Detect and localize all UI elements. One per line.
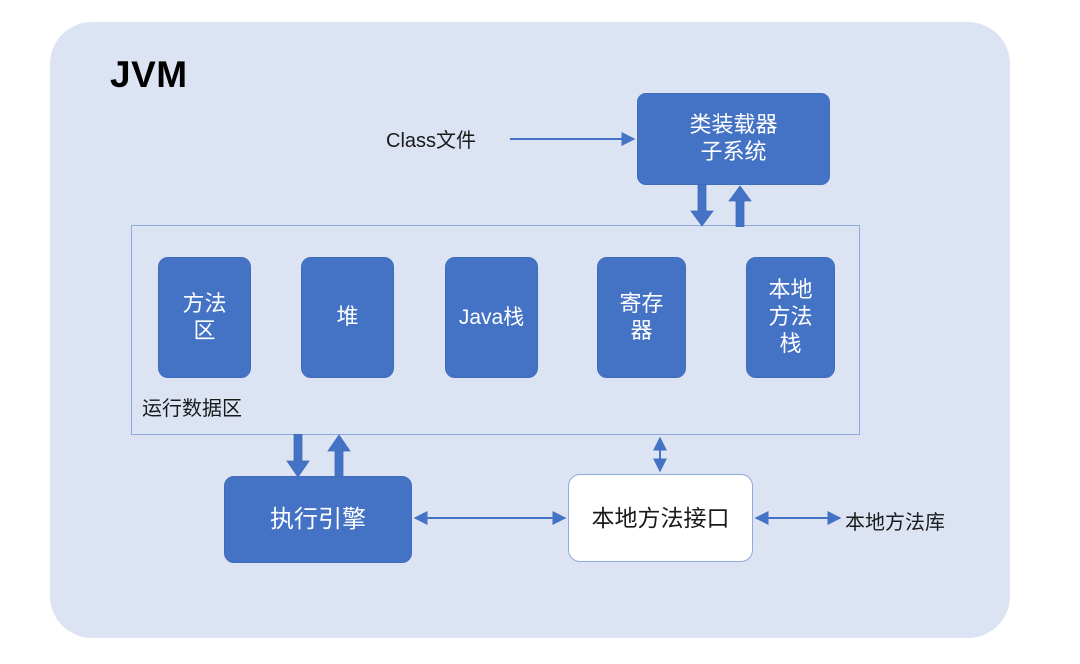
node-native-method-stack-line2: 方法 <box>768 304 813 330</box>
node-method-area-line2: 区 <box>193 317 216 343</box>
node-register[interactable]: 寄存 器 <box>597 257 686 378</box>
label-class-file: Class文件 <box>386 130 477 152</box>
node-class-loader-subsystem[interactable]: 类装载器 子系统 <box>637 93 830 185</box>
node-method-area[interactable]: 方法 区 <box>158 257 251 378</box>
block-arrow-runtime-area-up <box>728 185 752 227</box>
node-execution-engine-label: 执行引擎 <box>270 505 366 533</box>
node-native-method-stack[interactable]: 本地 方法 栈 <box>746 257 835 378</box>
block-arrow-execution-engine-up <box>327 434 351 478</box>
jvm-title: JVM <box>110 54 188 95</box>
runtime-data-area-label: 运行数据区 <box>142 398 242 420</box>
node-java-stack-label: Java栈 <box>458 305 525 329</box>
node-execution-engine[interactable]: 执行引擎 <box>224 476 412 563</box>
block-arrow-runtime-area-down <box>286 434 310 478</box>
node-register-line1: 寄存 <box>619 290 664 316</box>
node-java-stack[interactable]: Java栈 <box>445 257 538 378</box>
node-heap[interactable]: 堆 <box>301 257 394 378</box>
node-native-method-interface-label: 本地方法接口 <box>591 504 730 531</box>
node-register-line2: 器 <box>630 317 653 343</box>
node-native-method-stack-line1: 本地 <box>768 277 813 303</box>
node-native-method-stack-line3: 栈 <box>779 330 802 356</box>
node-class-loader-line1: 类装载器 <box>689 112 778 138</box>
node-method-area-line1: 方法 <box>182 290 227 316</box>
node-heap-label: 堆 <box>336 304 359 330</box>
node-class-loader-line2: 子系统 <box>700 139 767 164</box>
block-arrow-class-loader-down <box>690 185 714 227</box>
label-native-method-library: 本地方法库 <box>845 512 945 534</box>
runtime-data-area-frame <box>131 225 860 435</box>
node-native-method-interface[interactable]: 本地方法接口 <box>568 474 753 562</box>
